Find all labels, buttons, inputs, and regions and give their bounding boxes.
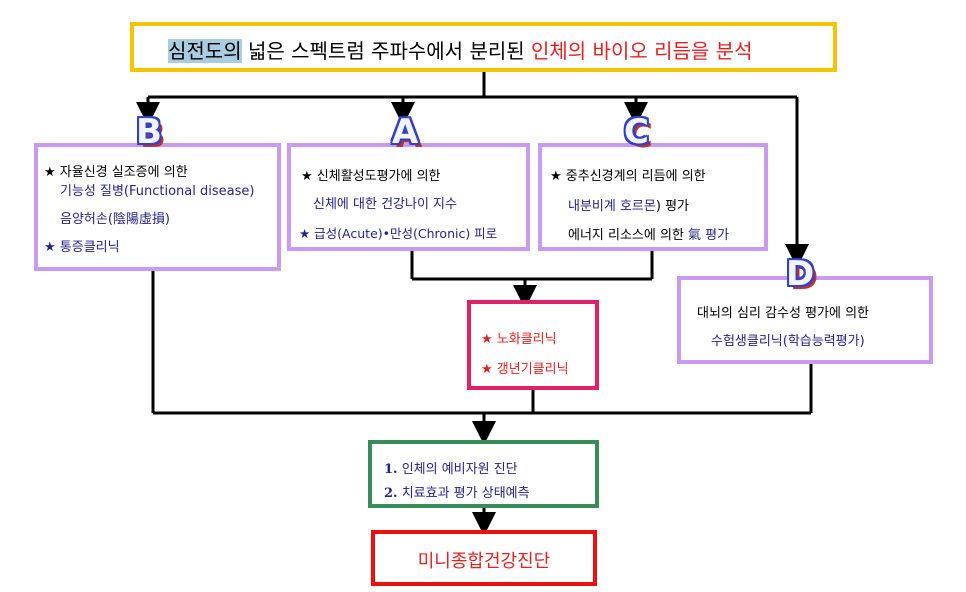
diagnosis-num2: 2. <box>384 486 398 501</box>
box-b: ★ 자율신경 실조증에 의한 기능성 질병(Functional disease… <box>34 143 281 271</box>
title-highlight: 심전도의 <box>168 39 242 63</box>
final-box: 미니종합건강진단 <box>371 530 597 586</box>
title-red: 인체의 바이오 리듬을 분석 <box>531 39 753 63</box>
box-d-line1: 대뇌의 심리 감수성 평가에 의한 <box>697 306 870 321</box>
box-c-line3-blue: 氣 평가 <box>688 228 730 243</box>
box-c-line1: ★ 중추신경계의 리듬에 의한 <box>550 169 706 184</box>
aging-clinic-line1: ★ 노화클리닉 <box>481 332 557 347</box>
box-a-line2: 신체에 대한 건강나이 지수 <box>313 197 457 212</box>
aging-clinic-box: ★ 노화클리닉 ★ 갱년기클리닉 <box>467 300 599 390</box>
box-c-line2-blue: 내분비계 호르몬 <box>568 199 656 214</box>
box-a-line3: ★ 급성(Acute)•만성(Chronic) 피로 <box>299 226 498 241</box>
box-b-line2: 기능성 질병(Functional disease) <box>60 184 255 199</box>
final-label: 미니종합건강진단 <box>417 551 551 572</box>
box-d-line2: 수험생클리닉(학습능력평가) <box>711 334 865 349</box>
letter-a: A <box>392 112 419 152</box>
box-c-line2-rest: ) 평가 <box>655 199 689 214</box>
letter-d: D <box>786 254 815 294</box>
letter-c: C <box>624 112 649 152</box>
title-text: 심전도의 넓은 스펙트럼 주파수에서 분리된 인체의 바이오 리듬을 분석 <box>168 35 752 64</box>
box-a: ★ 신체활성도평가에 의한 신체에 대한 건강나이 지수 ★ 급성(Acute)… <box>287 143 530 251</box>
box-c-line3: 에너지 리소스에 의한 氣 평가 <box>568 224 729 243</box>
box-b-line1: ★ 자율신경 실조증에 의한 <box>44 165 188 180</box>
box-a-line1: ★ 신체활성도평가에 의한 <box>301 169 441 184</box>
title-box: 심전도의 넓은 스펙트럼 주파수에서 분리된 인체의 바이오 리듬을 분석 <box>130 22 837 72</box>
diagnosis-line1: 1. 인체의 예비자원 진단 <box>384 458 518 477</box>
box-c-line2: 내분비계 호르몬) 평가 <box>568 195 689 214</box>
box-c-line3-rest: 에너지 리소스에 의한 <box>568 228 689 243</box>
box-b-line3: 음양허손(陰陽虛損) <box>60 212 170 227</box>
diagnosis-num1: 1. <box>384 462 398 477</box>
box-b-line4: ★ 통증클리닉 <box>44 240 120 255</box>
title-middle: 넓은 스펙트럼 주파수에서 분리된 <box>241 39 531 63</box>
aging-clinic-line2: ★ 갱년기클리닉 <box>481 362 569 377</box>
diagnosis-box: 1. 인체의 예비자원 진단 2. 치료효과 평가 상태예측 <box>368 440 599 508</box>
letter-b: B <box>136 112 162 152</box>
diagnosis-line2: 2. 치료효과 평가 상태예측 <box>384 482 530 501</box>
diagnosis-text1: 인체의 예비자원 진단 <box>397 462 518 477</box>
box-d: 대뇌의 심리 감수성 평가에 의한 수험생클리닉(학습능력평가) <box>677 276 933 364</box>
diagnosis-text2: 치료효과 평가 상태예측 <box>397 486 530 501</box>
box-c: ★ 중추신경계의 리듬에 의한 내분비계 호르몬) 평가 에너지 리소스에 의한… <box>538 143 768 251</box>
